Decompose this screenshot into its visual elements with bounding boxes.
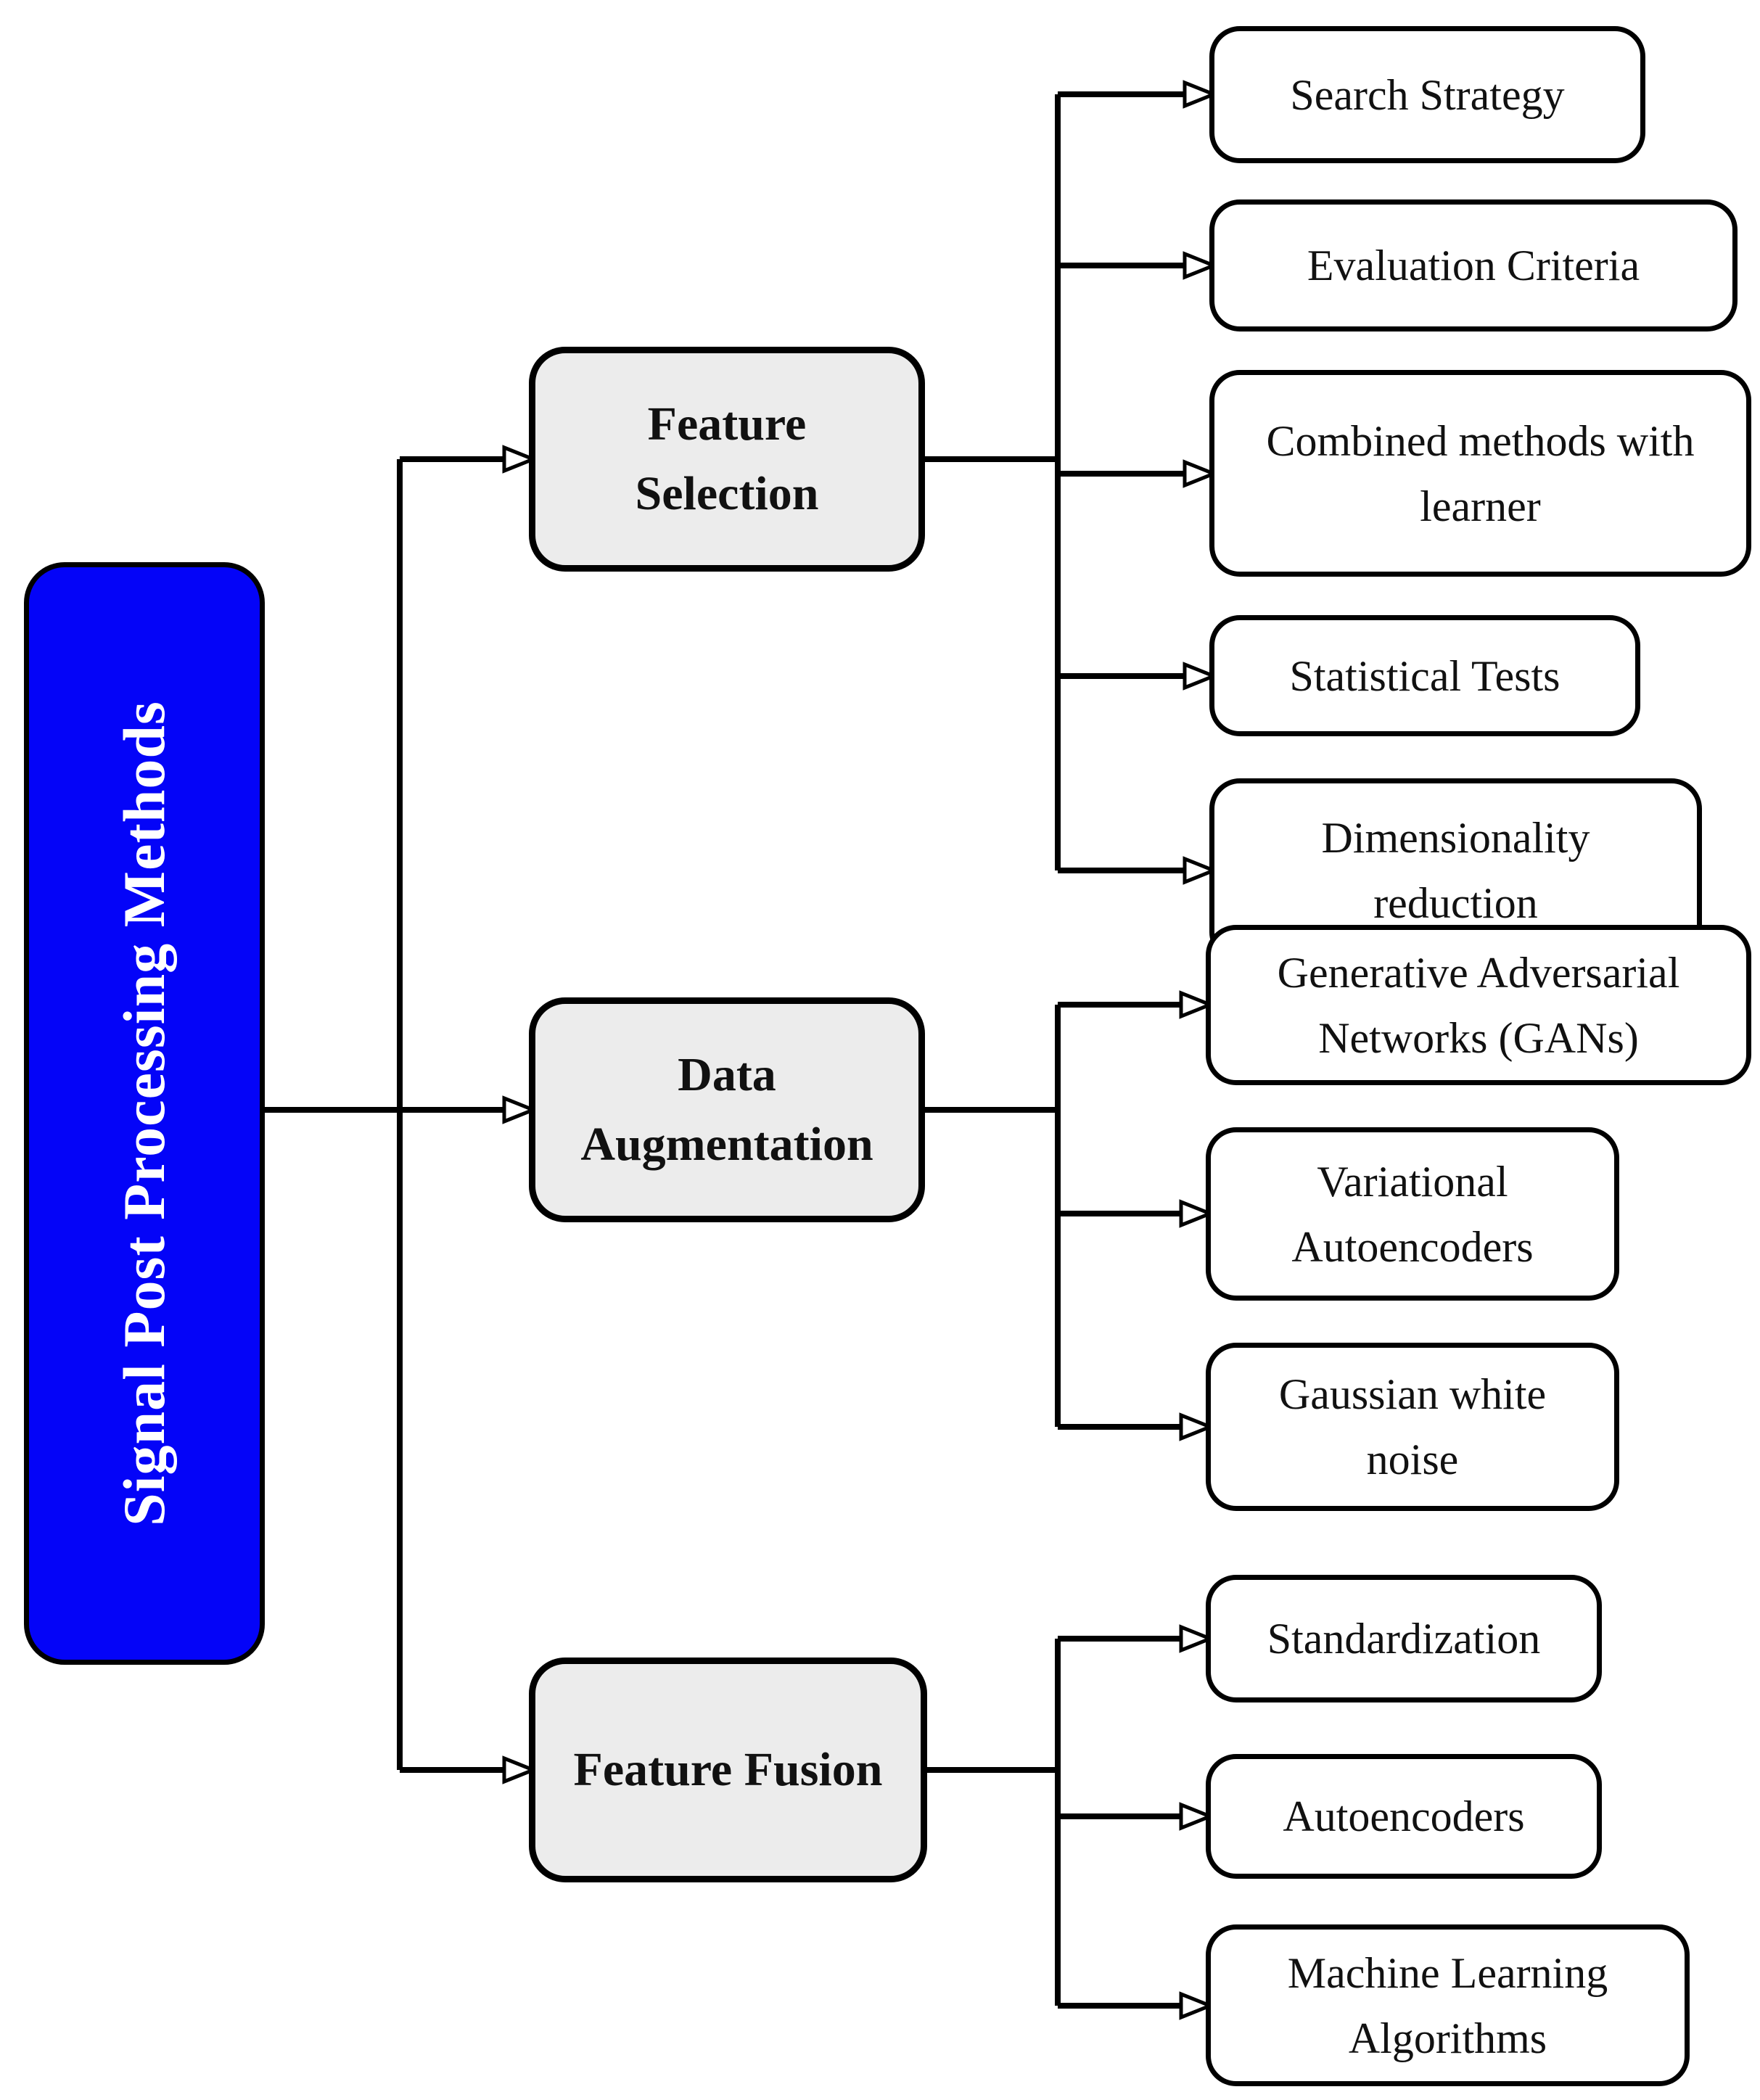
leaf-node-label: Evaluation Criteria xyxy=(1307,242,1640,289)
leaf-node-label: Statistical Tests xyxy=(1289,651,1560,700)
leaf-node-evaluation-criteria: Evaluation Criteria xyxy=(1209,199,1738,332)
arrowhead-icon xyxy=(1179,1412,1215,1441)
arrowhead-icon xyxy=(1179,1199,1215,1228)
arrowhead-icon xyxy=(502,445,538,474)
leaf-node-label: Autoencoders xyxy=(1283,1792,1525,1840)
root-node-signal-post-processing-methods: Signal Post Processing Methods xyxy=(24,562,265,1665)
arrowhead-icon xyxy=(1179,1802,1215,1831)
arrowhead-icon xyxy=(502,1095,538,1124)
group-node-label: Feature Fusion xyxy=(573,1743,883,1797)
leaf-node-standardization: Standardization xyxy=(1206,1575,1602,1702)
leaf-node-label: Combined methods with learner xyxy=(1266,416,1695,530)
leaf-node-variational-autoencoders: Variational Autoencoders xyxy=(1206,1127,1619,1301)
arrowhead-icon xyxy=(1179,990,1215,1019)
arrowhead-icon xyxy=(1183,459,1219,488)
leaf-node-autoencoders: Autoencoders xyxy=(1206,1754,1602,1879)
leaf-node-label: Machine Learning Algorithms xyxy=(1287,1948,1608,2062)
leaf-node-combined-methods-with-learner: Combined methods with learner xyxy=(1209,370,1751,577)
leaf-node-label: Generative Adversarial Networks (GANs) xyxy=(1277,948,1680,1062)
leaf-node-label: Gaussian white noise xyxy=(1278,1370,1547,1483)
group-node-label: Feature Selection xyxy=(635,398,819,520)
group-node-feature-fusion: Feature Fusion xyxy=(529,1658,927,1882)
arrowhead-icon xyxy=(502,1755,538,1784)
group-node-data-augmentation: Data Augmentation xyxy=(529,997,925,1222)
leaf-node-machine-learning-algorithms: Machine Learning Algorithms xyxy=(1206,1924,1690,2086)
leaf-node-search-strategy: Search Strategy xyxy=(1209,26,1645,163)
arrowhead-icon xyxy=(1179,1624,1215,1653)
leaf-node-label: Search Strategy xyxy=(1290,70,1565,119)
leaf-node-generative-adversarial-networks: Generative Adversarial Networks (GANs) xyxy=(1206,925,1751,1085)
arrowhead-icon xyxy=(1183,251,1219,280)
group-node-label: Data Augmentation xyxy=(580,1048,873,1171)
arrowhead-icon xyxy=(1183,662,1219,691)
arrowhead-icon xyxy=(1183,80,1219,109)
leaf-node-statistical-tests: Statistical Tests xyxy=(1209,615,1640,736)
arrowhead-icon xyxy=(1179,1991,1215,2020)
leaf-node-gaussian-white-noise: Gaussian white noise xyxy=(1206,1343,1619,1511)
root-node-label: Signal Post Processing Methods xyxy=(111,701,177,1526)
arrowhead-icon xyxy=(1183,856,1219,885)
group-node-feature-selection: Feature Selection xyxy=(529,347,925,572)
leaf-node-label: Dimensionality reduction xyxy=(1321,814,1590,927)
leaf-node-label: Variational Autoencoders xyxy=(1291,1157,1534,1271)
leaf-node-label: Standardization xyxy=(1267,1615,1541,1663)
